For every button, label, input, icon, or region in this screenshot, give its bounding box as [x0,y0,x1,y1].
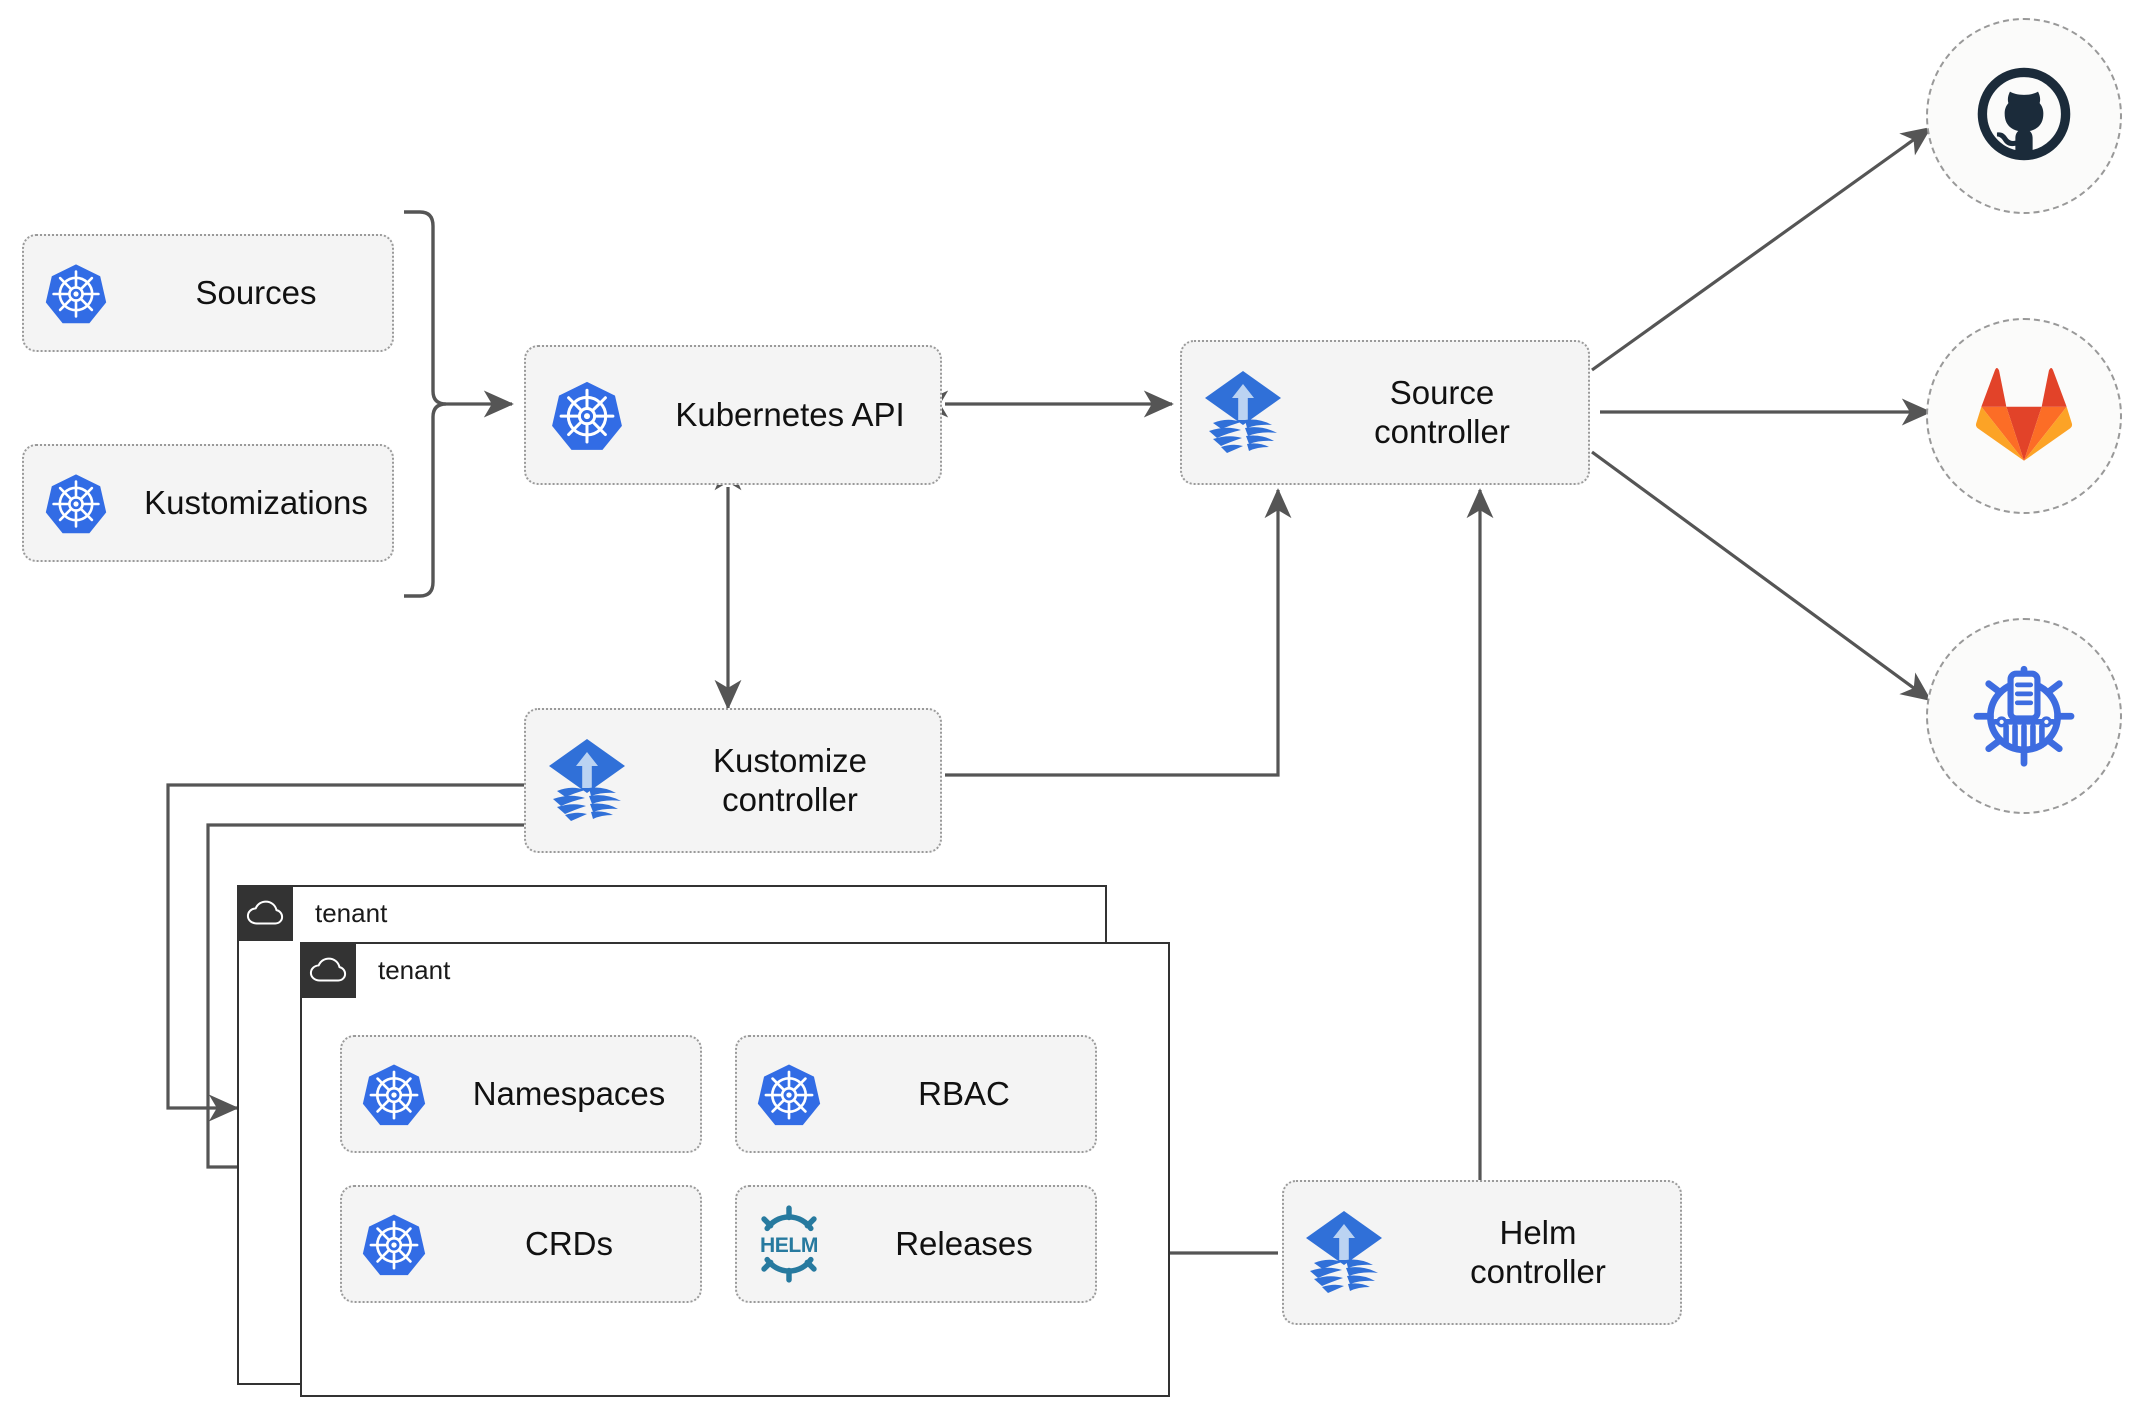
edge-source-controller-to-helm-repository [1591,450,1932,702]
helm-repository-icon [1968,658,2080,775]
flux-icon [1182,367,1304,459]
provider-github[interactable] [1926,18,2122,214]
node-source-controller[interactable]: Source controller [1180,340,1590,485]
node-label: Namespaces [472,1074,666,1112]
kubernetes-icon [526,378,648,452]
node-label: CRDs [525,1224,613,1262]
node-helm-controller[interactable]: Helm controller [1282,1180,1682,1325]
node-kustomizations[interactable]: Kustomizations [22,444,394,562]
kubernetes-icon [24,261,128,325]
provider-helm-repository[interactable] [1926,618,2122,814]
flux-icon [526,735,648,827]
github-icon [1972,62,2076,171]
sources-group-bracket [404,210,447,598]
node-sources[interactable]: Sources [22,234,394,352]
tenant-container-front[interactable] [300,942,1170,1397]
node-label: RBAC [918,1074,1010,1112]
node-label: Kustomize controller [712,741,868,818]
kubernetes-icon [342,1061,446,1127]
node-label: Releases [895,1224,1033,1262]
svg-text:HELM: HELM [760,1234,818,1257]
node-label: Source controller [1374,373,1510,450]
node-label: Kustomizations [144,483,368,521]
tenant-header-front: tenant [300,942,450,998]
tenant-label: tenant [378,954,451,985]
node-label: Sources [195,273,317,311]
node-kubernetes-api[interactable]: Kubernetes API [524,345,942,485]
cloud-icon [237,885,293,941]
cloud-icon [300,942,356,998]
provider-gitlab[interactable] [1926,318,2122,514]
kubernetes-icon [737,1061,841,1127]
node-rbac[interactable]: RBAC [735,1035,1097,1153]
tenant-label: tenant [315,897,388,928]
node-crds[interactable]: CRDs [340,1185,702,1303]
node-label: Kubernetes API [675,395,905,433]
gitlab-icon [1972,364,2076,469]
tenant-header-back: tenant [237,885,387,941]
node-namespaces[interactable]: Namespaces [340,1035,702,1153]
node-kustomize-controller[interactable]: Kustomize controller [524,708,942,853]
edge-kustomize-to-source-controller [945,488,1292,777]
edge-source-controller-to-github [1591,126,1932,372]
flux-icon [1284,1207,1404,1299]
node-label: Helm controller [1470,1213,1606,1290]
node-releases[interactable]: HELM Releases [735,1185,1097,1303]
kubernetes-icon [342,1211,446,1277]
helm-icon: HELM [737,1205,841,1283]
kubernetes-icon [24,471,128,535]
